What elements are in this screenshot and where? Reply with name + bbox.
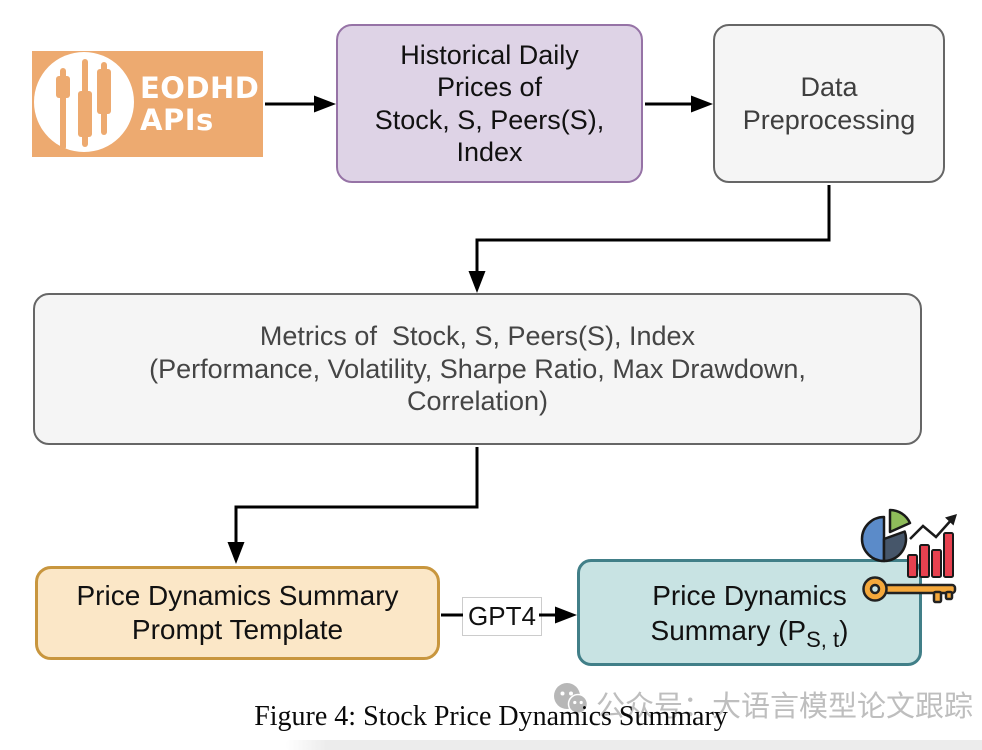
edge-label-gpt4: GPT4 xyxy=(462,597,542,636)
arrow-preprocessing-to-metrics xyxy=(475,185,831,272)
key-icon xyxy=(862,576,957,604)
candlestick-chart-icon xyxy=(32,50,136,159)
node-metrics-label: Metrics of Stock, S, Peers(S), Index (Pe… xyxy=(149,321,806,417)
node-prompt-template-label: Price Dynamics Summary Prompt Template xyxy=(76,580,399,645)
arrowhead xyxy=(314,95,336,113)
arrowhead xyxy=(227,542,245,564)
node-price-dynamics-summary: Price Dynamics Summary (PS, t) xyxy=(577,559,922,666)
logo-line2: APIs xyxy=(140,103,214,137)
summary-line2: Summary (PS, t) xyxy=(650,614,849,652)
summary-line1: Price Dynamics xyxy=(652,579,847,611)
node-historical-prices: Historical Daily Prices of Stock, S, Pee… xyxy=(336,24,643,183)
node-prompt-template: Price Dynamics Summary Prompt Template xyxy=(35,566,440,660)
bottom-strip xyxy=(285,740,982,750)
bar-chart-trend-icon xyxy=(907,514,957,578)
watermark-text: 公众号：大语言模型论文跟踪 xyxy=(596,691,974,723)
node-data-preprocessing: Data Preprocessing xyxy=(713,24,945,183)
figure-caption: Figure 4: Stock Price Dynamics Summary xyxy=(254,701,728,732)
arrowhead xyxy=(468,271,486,293)
node-data-preprocessing-label: Data Preprocessing xyxy=(742,72,916,135)
arrowhead xyxy=(691,95,713,113)
eodhd-logo: EODHD APIs xyxy=(32,51,263,157)
arrow-metrics-to-prompt xyxy=(234,447,479,542)
watermark: 公众号：大语言模型论文跟踪 xyxy=(552,681,973,727)
wechat-icon xyxy=(552,681,590,727)
summary-decorative-icons xyxy=(860,508,957,604)
summary-subscript: S, t xyxy=(806,626,840,652)
logo-line1: EODHD xyxy=(140,70,260,105)
arrowhead xyxy=(555,606,577,624)
node-metrics: Metrics of Stock, S, Peers(S), Index (Pe… xyxy=(33,293,922,445)
logo-wordmark: EODHD APIs xyxy=(140,70,260,137)
pie-chart-icon xyxy=(860,508,912,563)
node-historical-prices-label: Historical Daily Prices of Stock, S, Pee… xyxy=(374,39,605,167)
